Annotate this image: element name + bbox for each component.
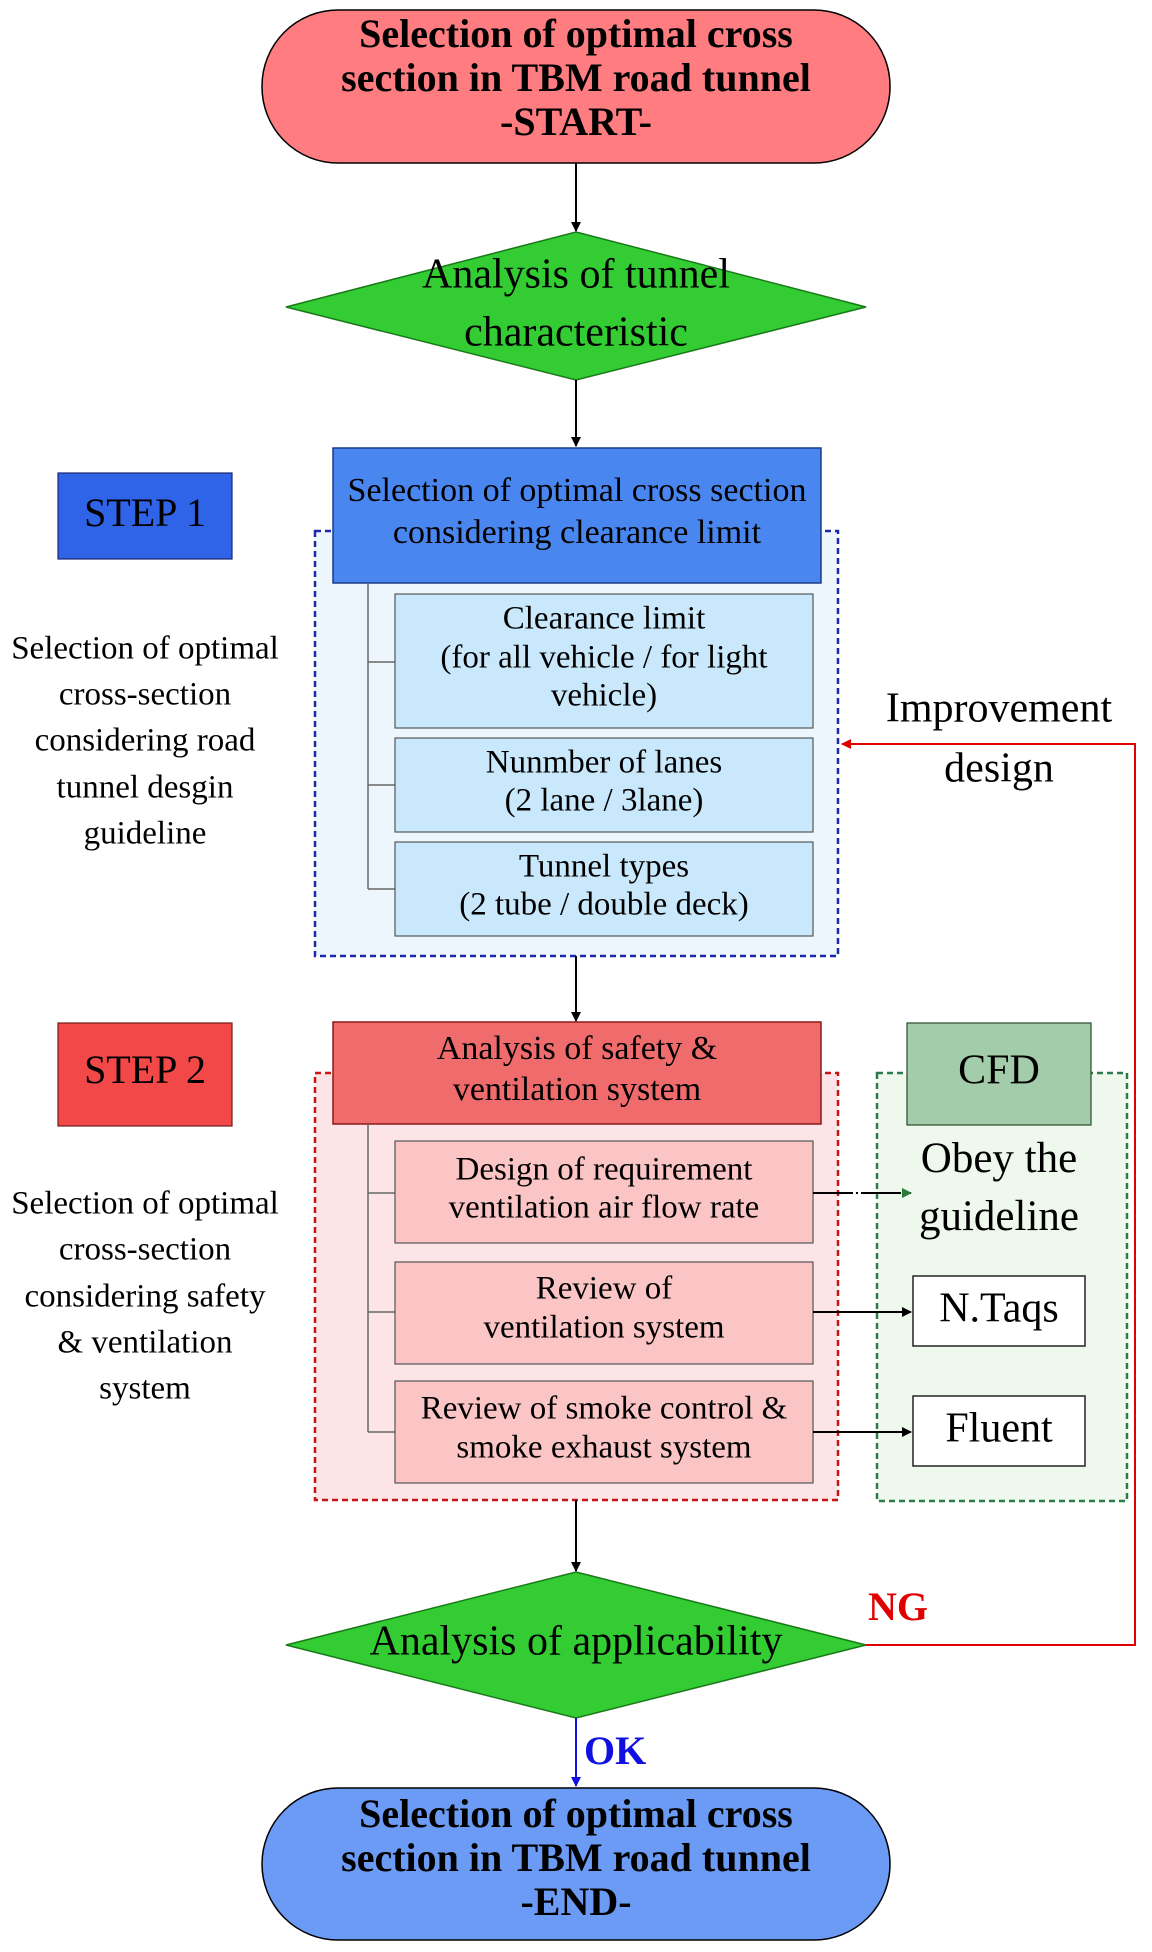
step1-item-text: vehicle) [551, 678, 657, 714]
start-terminal: Selection of optimal cross section in TB… [261, 9, 891, 164]
step2-item-smoke: Review of smoke control & smoke exhaust … [394, 1380, 814, 1484]
improvement-line-2: design [944, 746, 1054, 792]
step2-description-line: considering safety [24, 1279, 266, 1315]
step1-item-text: Nunmber of lanes [486, 745, 722, 781]
step2-description-line: system [99, 1371, 191, 1407]
step2-item-text: Design of requirement [456, 1152, 753, 1188]
step1-description-line: tunnel desgin [57, 770, 234, 806]
end-line-3: -END- [520, 1879, 631, 1924]
cfd-tool-fluent: Fluent [945, 1406, 1053, 1452]
start-line-2: section in TBM road tunnel [341, 55, 811, 100]
cfd-tool-fluent-box [912, 1395, 1086, 1467]
step2-header-line-2: ventilation system [453, 1071, 701, 1108]
step2-item-box [394, 1380, 814, 1484]
step1-item-box [394, 737, 814, 833]
step1-description: Selection of optimal cross-section consi… [11, 631, 279, 852]
step1-item-clearance: Clearance limit (for all vehicle / for l… [394, 593, 814, 729]
analysis-characteristic-line-2: characteristic [464, 310, 688, 356]
step1-item-text: (2 tube / double deck) [459, 887, 749, 923]
step1-item-box [394, 593, 814, 729]
start-line-1: Selection of optimal cross [359, 11, 793, 56]
step1-item-text: Clearance limit [503, 601, 706, 637]
step2-header-line-1: Analysis of safety & [437, 1030, 717, 1067]
end-line-2: section in TBM road tunnel [341, 1835, 811, 1880]
step1-badge [57, 472, 233, 560]
end-line-1: Selection of optimal cross [359, 1791, 793, 1836]
step2-item-airflow: Design of requirement ventilation air fl… [394, 1140, 814, 1244]
end-terminal: Selection of optimal cross section in TB… [261, 1787, 891, 1941]
step2-item-text: ventilation air flow rate [449, 1190, 760, 1226]
step2-badge-label: STEP 2 [84, 1047, 206, 1092]
step2-header [332, 1021, 822, 1125]
step2-item-text: Review of smoke control & [421, 1391, 788, 1427]
step1-item-text: Tunnel types [519, 849, 689, 885]
step2-item-text: smoke exhaust system [456, 1430, 751, 1466]
step1-header-line-1: Selection of optimal cross section [348, 472, 807, 509]
cfd-header-label: CFD [958, 1048, 1040, 1094]
step2-item-text: Review of [536, 1271, 673, 1307]
step1-item-box [394, 841, 814, 937]
step1-description-line: Selection of optimal [11, 631, 279, 667]
applicability-decision: Analysis of applicability [285, 1571, 867, 1719]
ok-label: OK [584, 1728, 646, 1773]
cfd-tool-ntaqs: N.Taqs [939, 1286, 1059, 1332]
cfd-group: CFD Obey the guideline N.Taqs Fluent [875, 1022, 1129, 1503]
improvement-line-1: Improvement [886, 686, 1113, 732]
step2-description-line: & ventilation [57, 1325, 232, 1361]
step2-description-line: cross-section [59, 1232, 231, 1268]
analysis-characteristic-line-1: Analysis of tunnel [422, 252, 730, 298]
cfd-header [906, 1022, 1092, 1126]
feedback-ng-loop [841, 739, 1136, 1646]
step1-group: Selection of optimal cross section consi… [313, 447, 840, 958]
step1-item-text: (2 lane / 3lane) [505, 783, 704, 819]
step2-item-ventilation: Review of ventilation system [394, 1261, 814, 1365]
step1-header-line-2: considering clearance limit [393, 514, 762, 551]
step1-item-text: (for all vehicle / for light [440, 640, 767, 676]
step1-badge-label: STEP 1 [84, 490, 206, 535]
start-line-3: -START- [500, 99, 652, 144]
analysis-characteristic-decision: Analysis of tunnel characteristic [285, 231, 867, 381]
applicability-label: Analysis of applicability [370, 1619, 783, 1665]
step1-item-lanes: Nunmber of lanes (2 lane / 3lane) [394, 737, 814, 833]
cfd-guideline-line-1: Obey the [921, 1135, 1077, 1182]
step2-description: Selection of optimal cross-section consi… [11, 1186, 279, 1407]
step1-description-line: guideline [84, 816, 207, 852]
end-shape [261, 1787, 891, 1941]
step1-item-types: Tunnel types (2 tube / double deck) [394, 841, 814, 937]
cfd-tool-ntaqs-box [912, 1275, 1086, 1347]
step1-description-line: cross-section [59, 677, 231, 713]
step1-description-line: considering road [35, 723, 256, 759]
step2-group: Analysis of safety & ventilation system … [313, 1021, 840, 1502]
step2-description-line: Selection of optimal [11, 1186, 279, 1222]
step2-badge [57, 1022, 233, 1127]
cfd-guideline-line-2: guideline [919, 1193, 1079, 1240]
step2-item-text: ventilation system [483, 1310, 724, 1346]
step1-header [332, 447, 822, 584]
ng-label: NG [868, 1584, 928, 1629]
step2-item-box [394, 1140, 814, 1244]
step2-item-box [394, 1261, 814, 1365]
